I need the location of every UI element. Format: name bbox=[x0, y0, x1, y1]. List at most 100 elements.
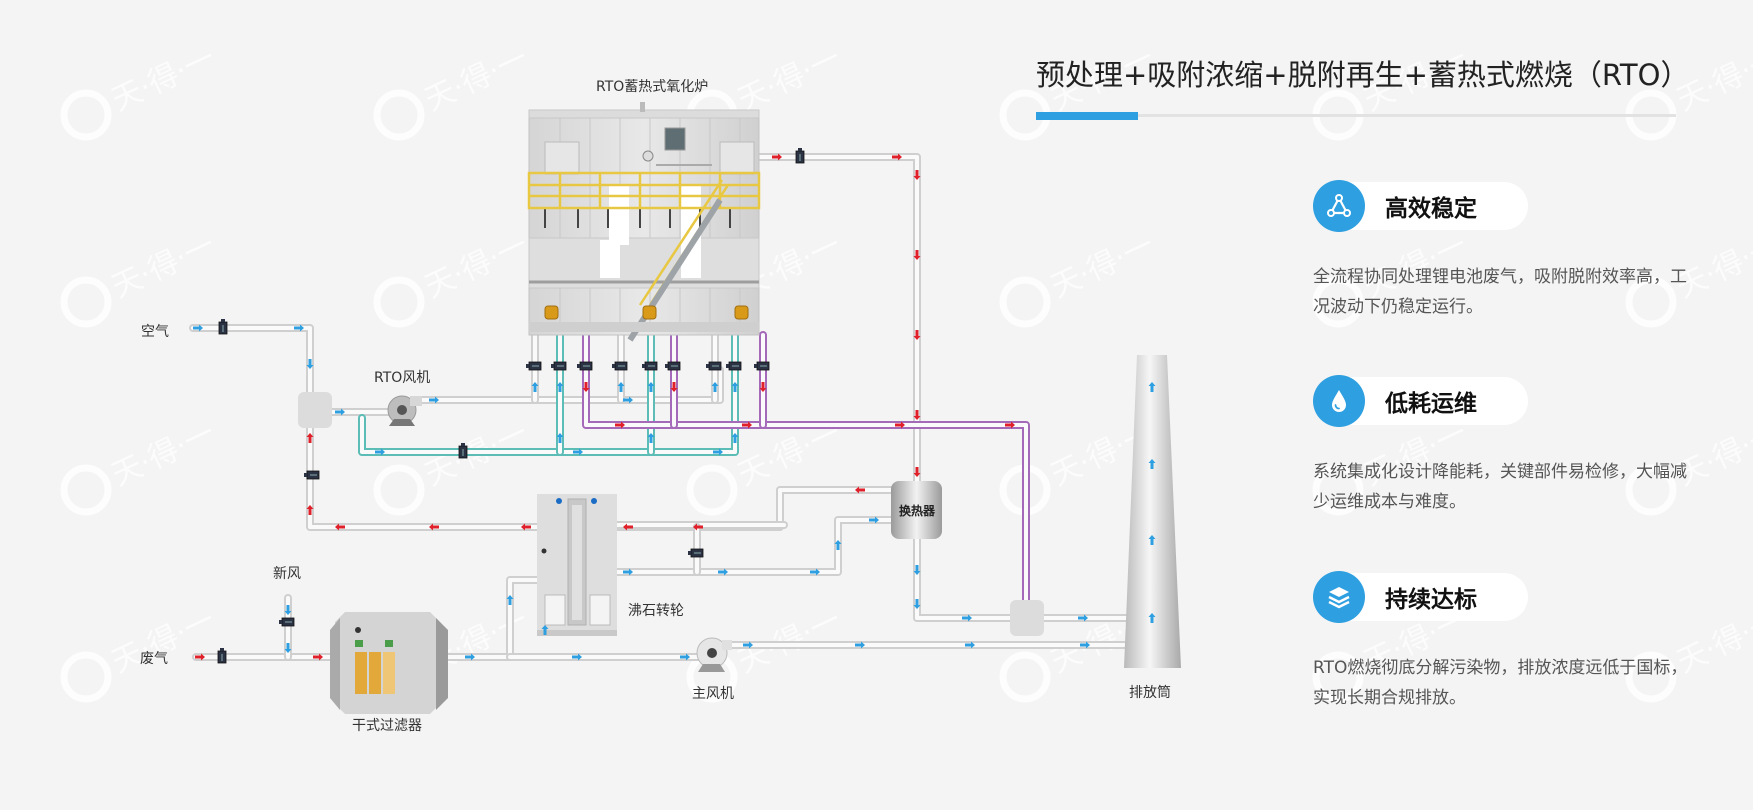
cold-flow-arrow bbox=[556, 433, 564, 443]
valve-icon[interactable] bbox=[304, 470, 320, 480]
feature-pill: 低耗运维 bbox=[1313, 375, 1528, 427]
valve-icon[interactable] bbox=[612, 361, 628, 371]
feature-pill: 高效稳定 bbox=[1313, 180, 1528, 232]
valve-icon[interactable] bbox=[642, 361, 658, 371]
hot-flow-arrow bbox=[742, 421, 752, 429]
gray-pipe bbox=[446, 578, 539, 659]
cold-flow-arrow bbox=[573, 448, 583, 456]
hot-flow-arrow bbox=[855, 486, 865, 494]
cold-flow-arrow bbox=[1078, 614, 1088, 622]
valve-icon[interactable] bbox=[795, 148, 805, 164]
svg-text:天·得·一: 天·得·一 bbox=[420, 227, 534, 305]
label-stack: 排放筒 bbox=[1129, 684, 1171, 701]
valve-icon[interactable] bbox=[279, 617, 295, 627]
hot-flow-arrow bbox=[693, 523, 703, 531]
cold-flow-arrow bbox=[429, 396, 439, 404]
network-triangle-icon bbox=[1313, 180, 1365, 232]
cold-flow-arrow bbox=[1148, 613, 1156, 623]
cold-flow-arrow bbox=[647, 433, 655, 443]
valve-icon[interactable] bbox=[551, 361, 567, 371]
cold-flow-arrow bbox=[506, 595, 514, 605]
flow-arrows bbox=[193, 153, 1156, 661]
cold-flow-arrow bbox=[623, 568, 633, 576]
hot-flow-arrow bbox=[913, 410, 921, 420]
watermark-logo: 天·得·一 bbox=[60, 415, 221, 516]
cold-flow-arrow bbox=[617, 382, 625, 392]
cold-flow-arrow bbox=[834, 540, 842, 550]
valve-icon[interactable] bbox=[706, 361, 722, 371]
cold-flow-arrow bbox=[284, 643, 292, 653]
valve-icon[interactable] bbox=[217, 648, 227, 664]
hot-flow-arrow bbox=[521, 523, 531, 531]
valve-icon[interactable] bbox=[754, 361, 770, 371]
cold-flow-arrow bbox=[962, 614, 972, 622]
valve-icon[interactable] bbox=[726, 361, 742, 371]
feature-title: 低耗运维 bbox=[1385, 391, 1477, 417]
label-zeolite-wheel: 沸石转轮 bbox=[628, 603, 684, 619]
label-rto-fan: RTO风机 bbox=[374, 370, 430, 386]
feature-desc: RTO燃烧彻底分解污染物，排放浓度远低于国标，实现长期合规排放。 bbox=[1313, 658, 1688, 708]
hot-flow-arrow bbox=[582, 382, 590, 392]
zeolite-rotor bbox=[537, 494, 617, 636]
hot-flow-arrow bbox=[313, 653, 323, 661]
water-drop-icon bbox=[1313, 375, 1365, 427]
cold-flow-arrow bbox=[1148, 535, 1156, 545]
hot-flow-arrow bbox=[306, 505, 314, 515]
cold-flow-arrow bbox=[572, 653, 582, 661]
cold-flow-arrow bbox=[623, 396, 633, 404]
valve-icon[interactable] bbox=[526, 361, 542, 371]
watermark-logo: 天·得·一 bbox=[999, 227, 1159, 328]
gray-pipe bbox=[189, 324, 314, 396]
cold-flow-arrow bbox=[855, 641, 865, 649]
valve-icon[interactable] bbox=[458, 443, 468, 459]
title-underline bbox=[1036, 112, 1676, 120]
hot-flow-arrow bbox=[895, 421, 905, 429]
gray-pipe bbox=[191, 326, 312, 394]
label-rto-furnace: RTO蓄热式氧化炉 bbox=[596, 79, 708, 95]
hot-flow-arrow bbox=[772, 153, 782, 161]
hot-flow-arrow bbox=[615, 421, 625, 429]
valve-icon[interactable] bbox=[577, 361, 593, 371]
valve-icon[interactable] bbox=[688, 548, 704, 558]
dry-filter bbox=[330, 612, 448, 714]
cold-flow-arrow bbox=[294, 324, 304, 332]
cold-flow-arrow bbox=[647, 382, 655, 392]
cold-flow-arrow bbox=[869, 516, 879, 524]
page-title: 预处理+吸附浓缩+脱附再生+蓄热式燃烧（RTO） bbox=[1036, 58, 1690, 92]
svg-text:天·得·一: 天·得·一 bbox=[107, 415, 221, 493]
watermark-logo: 天·得·一 bbox=[373, 415, 533, 516]
feature-title: 持续达标 bbox=[1385, 587, 1477, 613]
label-heat-exchanger: 换热器 bbox=[899, 503, 936, 518]
cold-flow-arrow bbox=[711, 382, 719, 392]
cold-flow-arrow bbox=[375, 448, 385, 456]
label-dry-filter: 干式过滤器 bbox=[352, 718, 422, 734]
cold-flow-arrow bbox=[810, 568, 820, 576]
watermark-logo: 天·得·一 bbox=[60, 40, 220, 141]
main-fan bbox=[696, 637, 732, 672]
teal-pipe bbox=[358, 331, 739, 456]
cold-flow-arrow bbox=[913, 565, 921, 575]
label-waste-gas: 废气 bbox=[140, 651, 168, 667]
valves bbox=[217, 148, 805, 664]
feature-pill: 持续达标 bbox=[1313, 571, 1528, 623]
hot-flow-arrow bbox=[892, 153, 902, 161]
valve-icon[interactable] bbox=[665, 361, 681, 371]
exhaust-stack bbox=[1124, 355, 1181, 668]
gray-pipe bbox=[915, 537, 1012, 620]
valve-icon[interactable] bbox=[218, 319, 228, 335]
cold-flow-arrow bbox=[465, 653, 475, 661]
feature-desc: 系统集成化设计降能耗，关键部件易检修，大幅减少运维成本与难度。 bbox=[1313, 462, 1687, 512]
cold-flow-arrow bbox=[335, 408, 345, 416]
heat-exchanger bbox=[891, 481, 942, 539]
cold-flow-arrow bbox=[306, 359, 314, 369]
svg-text:天·得·一: 天·得·一 bbox=[107, 602, 221, 680]
cold-flow-arrow bbox=[1080, 641, 1090, 649]
cold-flow-arrow bbox=[556, 382, 564, 392]
cold-flow-arrow bbox=[531, 382, 539, 392]
hot-flow-arrow bbox=[913, 250, 921, 260]
cold-flow-arrow bbox=[284, 605, 292, 615]
layers-stack-icon bbox=[1313, 571, 1365, 623]
hot-flow-arrow bbox=[759, 382, 767, 392]
purple-pipe bbox=[584, 333, 1028, 602]
